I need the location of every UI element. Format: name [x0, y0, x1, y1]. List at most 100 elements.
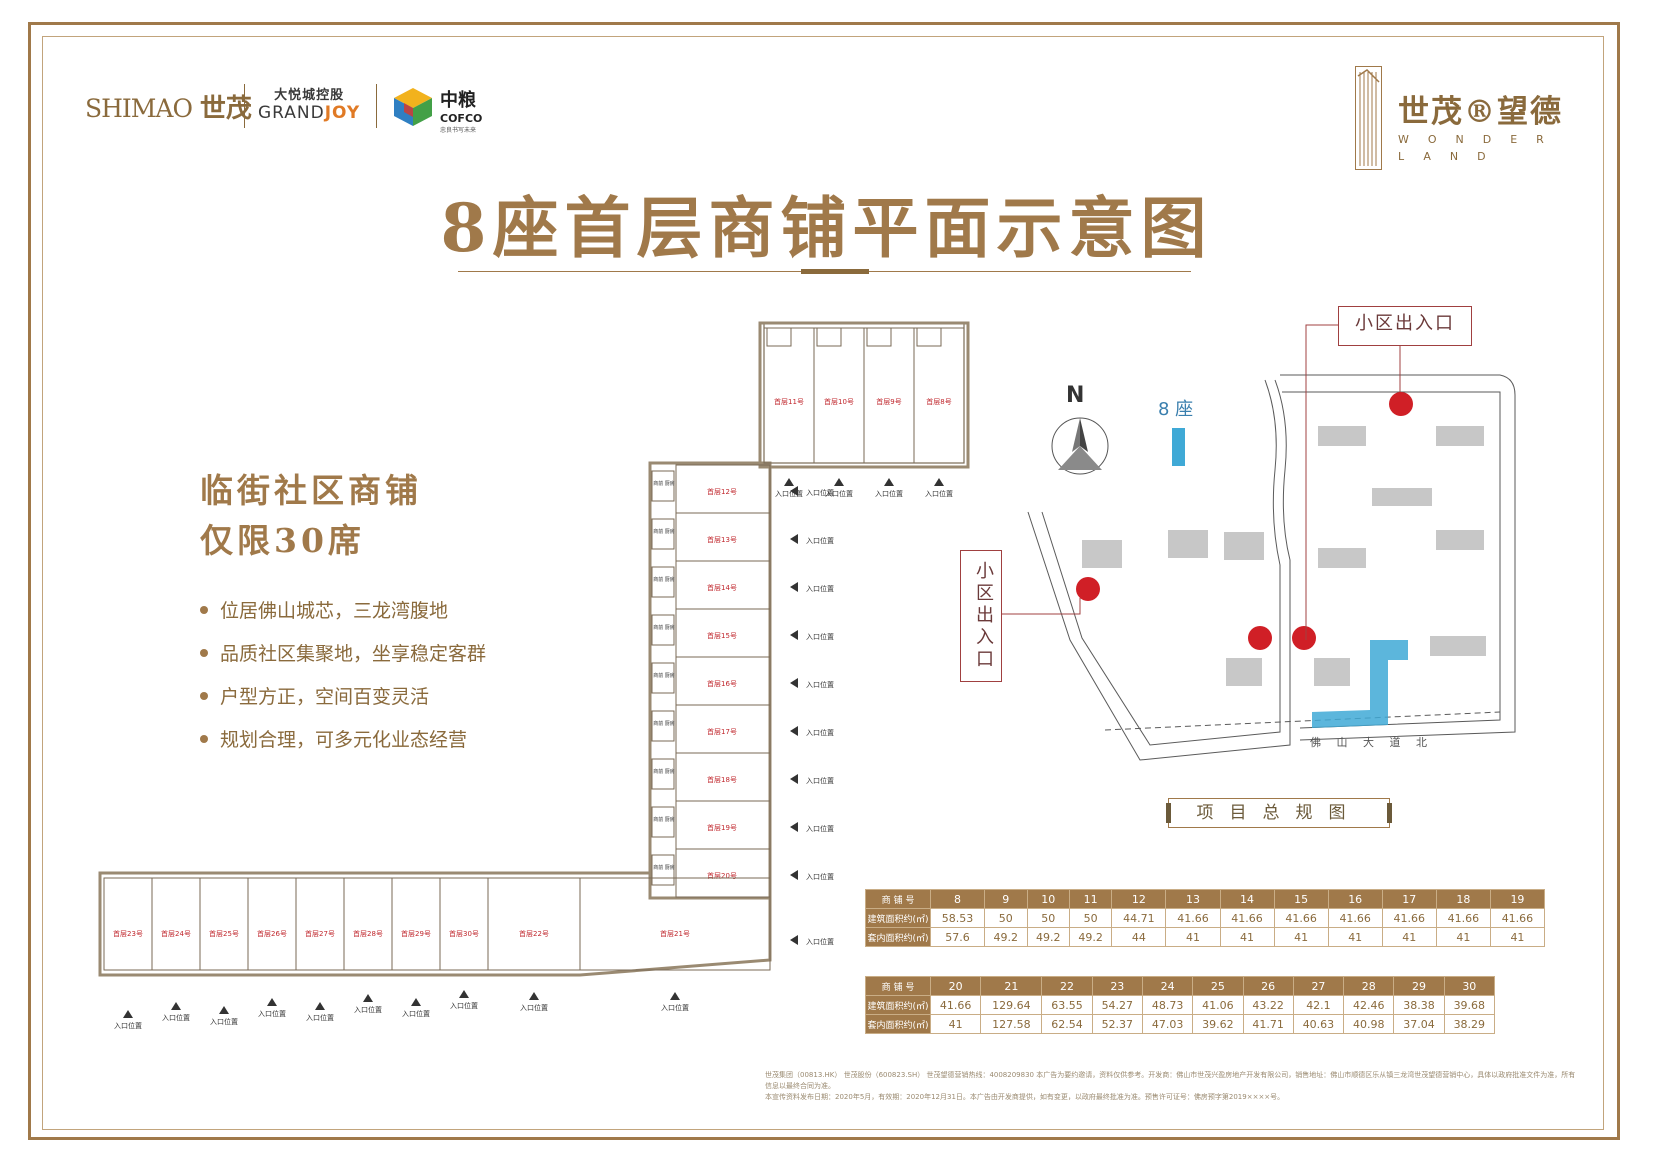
entrance-arrow-icon [219, 1006, 229, 1014]
cofco-cube-icon [394, 88, 432, 126]
table-row-label: 商 铺 号 [865, 976, 931, 996]
entrance-label: 入口位置 [806, 536, 834, 545]
shop-label: 首层25号 [209, 929, 239, 938]
promo-heading-line2: 仅限30席 [200, 521, 365, 560]
entrance-label: 入口位置 [806, 632, 834, 641]
entrance-label: 入口位置 [210, 1017, 238, 1026]
promo-bullet: 规划合理，可多元化业态经营 [200, 717, 486, 760]
entrance-arrow-icon [529, 992, 539, 1000]
table-cell: 41 [1219, 927, 1275, 947]
page-title: 8座首层商铺平面示意图 [440, 189, 1213, 267]
shop-label: 首层10号 [824, 397, 854, 406]
entrance-arrow-icon [790, 774, 798, 784]
entrance-label: 入口位置 [875, 489, 903, 498]
table-cell: 127.58 [980, 1014, 1043, 1034]
entrance-label: 入口位置 [806, 824, 834, 833]
fine-print: 世茂集团（00813.HK） 世茂股份（600823.SH） 世茂望德营销热线：… [765, 1070, 1580, 1103]
logo-separator [244, 84, 245, 128]
table-cell: 39.62 [1192, 1014, 1244, 1034]
grandjoy-logo-en-a: GRAND [258, 103, 325, 123]
table-row-label: 商 铺 号 [865, 889, 931, 909]
entrance-label: 入口位置 [661, 1003, 689, 1012]
table-cell: 57.6 [929, 927, 986, 947]
fine-print-line2: 本宣传资料发布日期：2020年5月，有效期：2020年12月31日。本广告由开发… [765, 1093, 1285, 1101]
wonderland-logo-en: WONDER LAND [1398, 133, 1563, 163]
shop-label: 首层14号 [707, 583, 737, 592]
wonderland-logo-zh: 世茂®望德 [1398, 94, 1563, 130]
shimao-logo-zh: 世茂 [199, 94, 252, 124]
entrance-arrow-icon [784, 478, 794, 486]
shop-label: 首层9号 [876, 397, 901, 406]
entrance-arrow-icon [670, 992, 680, 1000]
table-cell: 40.63 [1292, 1014, 1345, 1034]
room-label: 商前 厨房 [653, 576, 675, 583]
shop-back-room [866, 327, 892, 347]
entrance-arrow-icon [459, 990, 469, 998]
table-cell: 41 [929, 1014, 982, 1034]
table-cell: 9 [984, 889, 1028, 909]
shop-label: 首层18号 [707, 775, 737, 784]
shop-label: 首层16号 [707, 679, 737, 688]
entrance-arrow-icon [411, 998, 421, 1006]
grandjoy-logo-en-b: JOY [324, 103, 361, 123]
table-cell: 49.2 [984, 927, 1028, 947]
table-cell: 47.03 [1141, 1014, 1194, 1034]
shop-label: 首层28号 [353, 929, 383, 938]
table-row-label: 建筑面积约(㎡) [865, 908, 931, 928]
table-cell: 14 [1219, 889, 1275, 909]
table-cell: 50 [1068, 908, 1113, 928]
room-label: 商前 厨房 [653, 816, 675, 823]
table-cell: 50 [984, 908, 1028, 928]
table-cell: 41 [1273, 927, 1329, 947]
shop-label: 首层22号 [519, 929, 549, 938]
entrance-label: 入口位置 [354, 1005, 382, 1014]
room-label: 商前 厨房 [653, 864, 675, 871]
promo-bullet-text: 户型方正，空间百变灵活 [220, 686, 430, 708]
table-cell: 48.73 [1141, 995, 1194, 1015]
table-cell: 17 [1381, 889, 1437, 909]
table-cell: 41.06 [1192, 995, 1244, 1015]
bullet-dot-icon [200, 691, 208, 700]
table-cell: 41 [1381, 927, 1437, 947]
table-cell: 41 [1327, 927, 1383, 947]
road-name-label: 佛 山 大 道 北 [1310, 735, 1433, 749]
top-wing-wall [758, 321, 970, 469]
room-label: 商前 厨房 [653, 528, 675, 535]
entrance-arrow-icon [834, 478, 844, 486]
shop-label: 首层12号 [707, 487, 737, 496]
table-cell: 12 [1111, 889, 1167, 909]
room-label: 商前 厨房 [653, 480, 675, 487]
table-cell: 41.66 [929, 995, 982, 1015]
shop-back-room [651, 566, 675, 598]
gate-label-west: 小区出入口 [960, 550, 1002, 682]
building-8-footprint [1312, 640, 1408, 728]
title-underline-accent [801, 269, 869, 274]
table-cell: 41.66 [1435, 908, 1491, 928]
entrance-label: 入口位置 [806, 776, 834, 785]
promo-heading: 临街社区商铺 仅限30席 [200, 466, 422, 566]
table-cell: 41.66 [1273, 908, 1329, 928]
entrance-arrow-icon [790, 935, 798, 945]
table-cell: 42.46 [1343, 995, 1395, 1015]
entrance-label: 入口位置 [925, 489, 953, 498]
entrance-label: 入口位置 [520, 1003, 548, 1012]
entrance-label: 入口位置 [450, 1001, 478, 1010]
grandjoy-logo-zh: 大悦城控股 [274, 88, 345, 103]
shop-label: 首层24号 [161, 929, 191, 938]
table-cell: 41.66 [1219, 908, 1275, 928]
cofco-logo: 中粮 COFCO 忠良书写未来 [440, 86, 482, 134]
site-road-east [1280, 374, 1516, 741]
table-cell: 18 [1435, 889, 1491, 909]
table-cell: 42.1 [1292, 995, 1345, 1015]
shop-back-room [651, 710, 675, 742]
table-row-label: 建筑面积约(㎡) [865, 995, 931, 1015]
cofco-logo-zh: 中粮 [440, 90, 476, 111]
table-cell: 15 [1273, 889, 1329, 909]
inner-frame [42, 36, 1604, 1130]
shop-back-room [651, 806, 675, 838]
table-cell: 44 [1111, 927, 1167, 947]
building-8-label: 8 座 [1158, 399, 1194, 420]
